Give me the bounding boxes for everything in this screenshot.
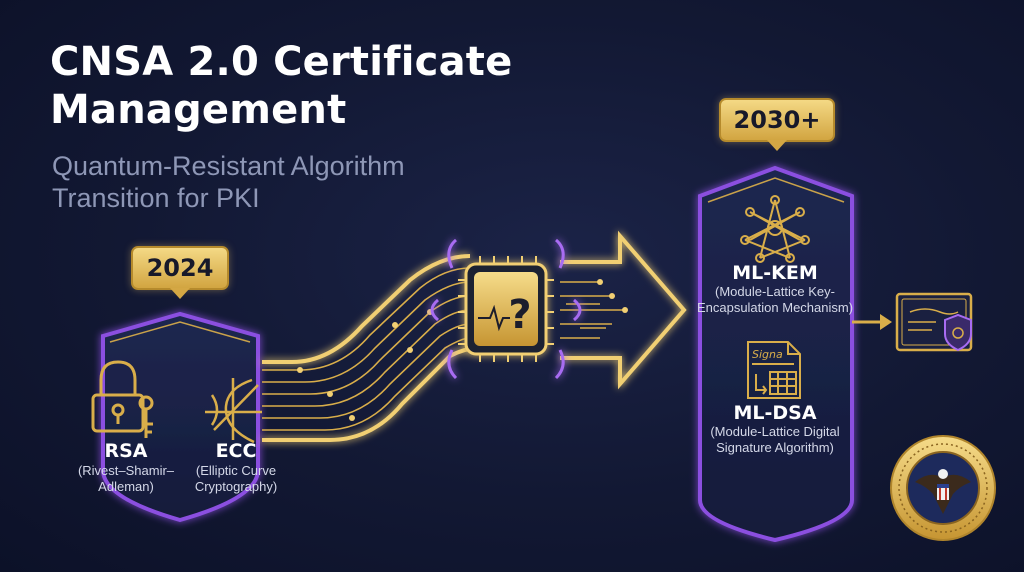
rsa-full-name: (Rivest–Shamir–Adleman) <box>77 463 175 494</box>
circuit-stream <box>262 267 625 431</box>
circuit-nodes <box>297 279 628 421</box>
rsa-label: RSA <box>104 440 148 462</box>
circuit-stream-outline <box>262 254 481 442</box>
page-title: CNSA 2.0 Certificate Management <box>50 39 513 133</box>
signed-document-icon: Signa <box>747 341 801 399</box>
current-algorithms-shield <box>101 311 260 523</box>
elliptic-curve-icon <box>205 378 262 444</box>
padlock-key-icon <box>91 360 154 438</box>
chip-question-mark: ? <box>508 292 531 338</box>
ecc-label: ECC <box>215 440 257 462</box>
signature-scribble: Signa <box>752 348 783 361</box>
ml-dsa-label: ML-DSA <box>733 402 817 424</box>
transition-arrow <box>560 230 687 390</box>
year-badge-current: 2024 <box>131 246 229 299</box>
year-badge-future: 2030+ <box>719 98 835 151</box>
ml-kem-full-name: (Module-Lattice Key-Encapsulation Mechan… <box>696 284 854 315</box>
ml-dsa-full-name: (Module-Lattice Digital Signature Algori… <box>710 424 840 455</box>
eagle-seal-icon <box>890 435 996 541</box>
page-subtitle: Quantum-Resistant Algorithm Transition f… <box>52 151 405 213</box>
certificate-shield-icon <box>895 292 973 352</box>
output-arrow <box>852 314 892 330</box>
future-algorithms-shield <box>698 165 854 543</box>
ml-kem-label: ML-KEM <box>732 262 818 284</box>
lattice-network-icon <box>740 195 810 263</box>
ecc-full-name: (Elliptic Curve Cryptography) <box>194 463 278 494</box>
quantum-chip-icon: ? <box>430 238 582 380</box>
